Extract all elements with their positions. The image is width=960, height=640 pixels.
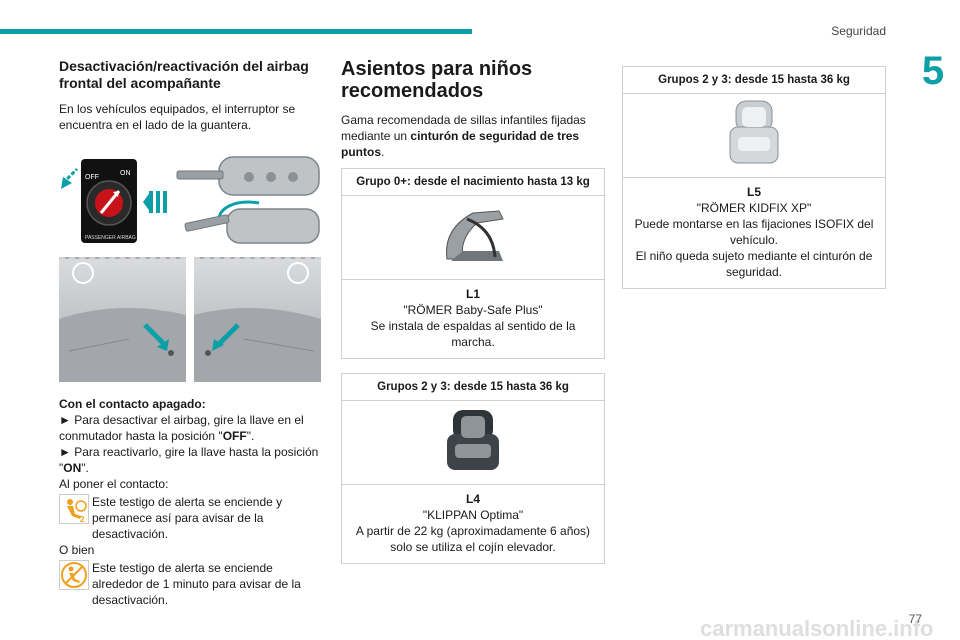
or-text: O bien bbox=[59, 543, 95, 557]
warning-row-2: Este testigo de alerta se enciende alred… bbox=[59, 560, 321, 608]
airbag-heading: Desactivación/reactivación del airbag fr… bbox=[59, 58, 309, 91]
switch-on-label: ON bbox=[120, 170, 131, 177]
glovebox-location-illustration bbox=[59, 257, 321, 382]
seat-group-label: Grupo 0+: desde el nacimiento hasta 13 k… bbox=[341, 168, 605, 196]
booster-seat-image bbox=[447, 409, 499, 470]
step-reactivate: ► Para reactivarlo, gire la llave hasta … bbox=[59, 445, 319, 475]
seats-heading: Asientos para niños recomendados bbox=[341, 58, 533, 102]
seat-model: "RÖMER KIDFIX XP" bbox=[696, 201, 812, 215]
warning-text-1: Este testigo de alerta se enciende y per… bbox=[92, 495, 283, 541]
seat-note: Puede montarse en las fijaciones ISOFIX … bbox=[634, 217, 874, 247]
seat-description: L5 "RÖMER KIDFIX XP" Puede montarse en l… bbox=[622, 177, 886, 289]
seat-description: L1 "RÖMER Baby-Safe Plus" Se instala de … bbox=[341, 279, 605, 359]
seats-intro: Gama recomendada de sillas infantiles fi… bbox=[341, 113, 586, 159]
seat-description: L4 "KLIPPAN Optima" A partir de 22 kg (a… bbox=[341, 484, 605, 564]
contact-on-text: Al poner el contacto: bbox=[59, 477, 169, 491]
dashboard-right-image bbox=[194, 257, 321, 382]
kidfix-seat-image bbox=[729, 100, 779, 163]
seat-model: "KLIPPAN Optima" bbox=[422, 508, 524, 522]
seat-group-label: Grupos 2 y 3: desde 15 hasta 36 kg bbox=[341, 373, 605, 401]
page-number: 77 bbox=[908, 612, 922, 626]
seat-code: L4 bbox=[465, 492, 480, 506]
switch-off-label: OFF bbox=[85, 174, 99, 181]
section-title: Seguridad bbox=[831, 24, 886, 38]
baby-carrier-image bbox=[446, 209, 504, 261]
airbag-intro: En los vehículos equipados, el interrupt… bbox=[59, 102, 296, 132]
seats-column: Asientos para niños recomendados Gama re… bbox=[341, 58, 605, 564]
seat-code: L5 bbox=[746, 185, 761, 199]
seat-code: L1 bbox=[465, 287, 480, 301]
svg-text:2: 2 bbox=[80, 515, 85, 524]
seat-table-l4: Grupos 2 y 3: desde 15 hasta 36 kg L4 "K… bbox=[341, 373, 605, 564]
airbag-instructions: Con el contacto apagado: ► Para desactiv… bbox=[59, 396, 321, 608]
seat-table-l1: Grupo 0+: desde el nacimiento hasta 13 k… bbox=[341, 168, 605, 359]
switch-caption: PASSENGER AIRBAG bbox=[85, 235, 136, 241]
seat-image-cell bbox=[341, 400, 605, 485]
airbag-key-switch-image: OFF ON PASSENGER AIRBAG bbox=[61, 156, 320, 244]
watermark: carmanualsonline.info bbox=[700, 616, 934, 640]
seat-image-cell bbox=[341, 195, 605, 280]
seats-column-2: Grupos 2 y 3: desde 15 hasta 36 kg L5 "R… bbox=[622, 58, 886, 289]
seat-note-2: El niño queda sujeto mediante el cinturó… bbox=[635, 249, 873, 279]
warning-row-1: 2 Este testigo de alerta se enciende y p… bbox=[59, 494, 321, 542]
airbag-column: Desactivación/reactivación del airbag fr… bbox=[59, 58, 321, 608]
airbag-off-warning-icon: 2 bbox=[59, 494, 89, 524]
airbag-switch-illustration: OFF ON PASSENGER AIRBAG bbox=[59, 153, 321, 247]
chapter-number: 5 bbox=[921, 49, 945, 93]
dashboard-left-image bbox=[59, 257, 186, 382]
warning-text-2: Este testigo de alerta se enciende alred… bbox=[92, 561, 301, 607]
seat-note: Se instala de espaldas al sentido de la … bbox=[370, 319, 576, 349]
step-deactivate: ► Para desactivar el airbag, gire la lla… bbox=[59, 413, 304, 443]
airbag-disabled-warning-icon bbox=[59, 560, 89, 590]
seat-note: A partir de 22 kg (aproximadamente 6 año… bbox=[355, 524, 591, 554]
header-accent-bar bbox=[0, 29, 472, 34]
contact-off-heading: Con el contacto apagado: bbox=[59, 397, 206, 411]
seat-group-label: Grupos 2 y 3: desde 15 hasta 36 kg bbox=[622, 66, 886, 94]
seat-model: "RÖMER Baby-Safe Plus" bbox=[403, 303, 543, 317]
seat-image-cell bbox=[622, 93, 886, 178]
seat-table-l5: Grupos 2 y 3: desde 15 hasta 36 kg L5 "R… bbox=[622, 66, 886, 289]
